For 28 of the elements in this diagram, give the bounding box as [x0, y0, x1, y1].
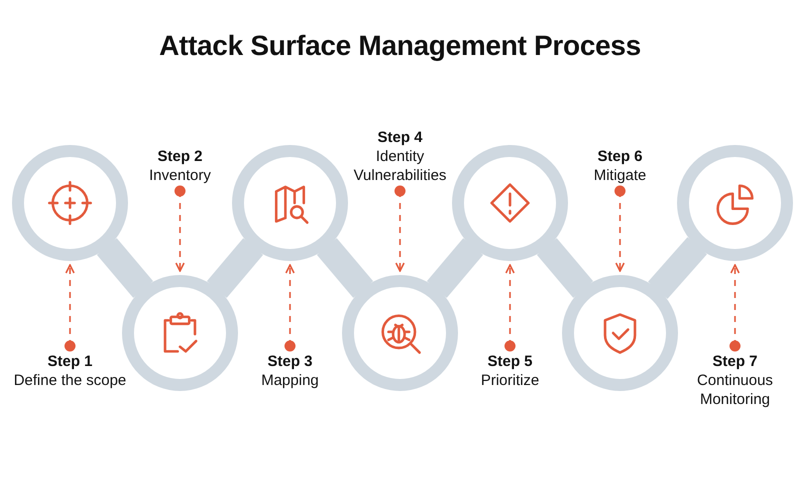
connector-band [316, 238, 374, 298]
step-number: Step 5 [486, 352, 534, 371]
step-description: Define the scope [12, 371, 128, 390]
step-description: Mapping [260, 371, 320, 390]
connector-band [536, 238, 594, 298]
dashed-arrow [504, 264, 516, 352]
dashed-arrow [730, 264, 740, 352]
connector-band [96, 238, 154, 298]
step-number: Step 7 [711, 352, 758, 371]
step-description: Inventory [148, 166, 212, 185]
connector-band [648, 237, 707, 299]
dashed-arrow [64, 264, 76, 352]
step-number: Step 6 [596, 147, 644, 166]
dashed-arrow [174, 186, 186, 272]
step-number: Step 3 [266, 352, 314, 371]
dashed-arrow [614, 186, 626, 272]
step-number: Step 1 [46, 352, 94, 371]
title: Attack Surface Management Process [159, 30, 641, 62]
step-number: Step 2 [156, 147, 204, 166]
connector-band [426, 238, 484, 298]
step-number: Step 4 [376, 128, 424, 147]
step-description: Mitigate [592, 166, 648, 185]
step-description: Identity Vulnerabilities [352, 147, 448, 185]
step-description: Continuous Monitoring [696, 371, 774, 409]
dashed-arrow [394, 186, 406, 272]
step-description: Prioritize [480, 371, 540, 390]
connector-band [206, 238, 264, 298]
dashed-arrow [284, 264, 296, 352]
